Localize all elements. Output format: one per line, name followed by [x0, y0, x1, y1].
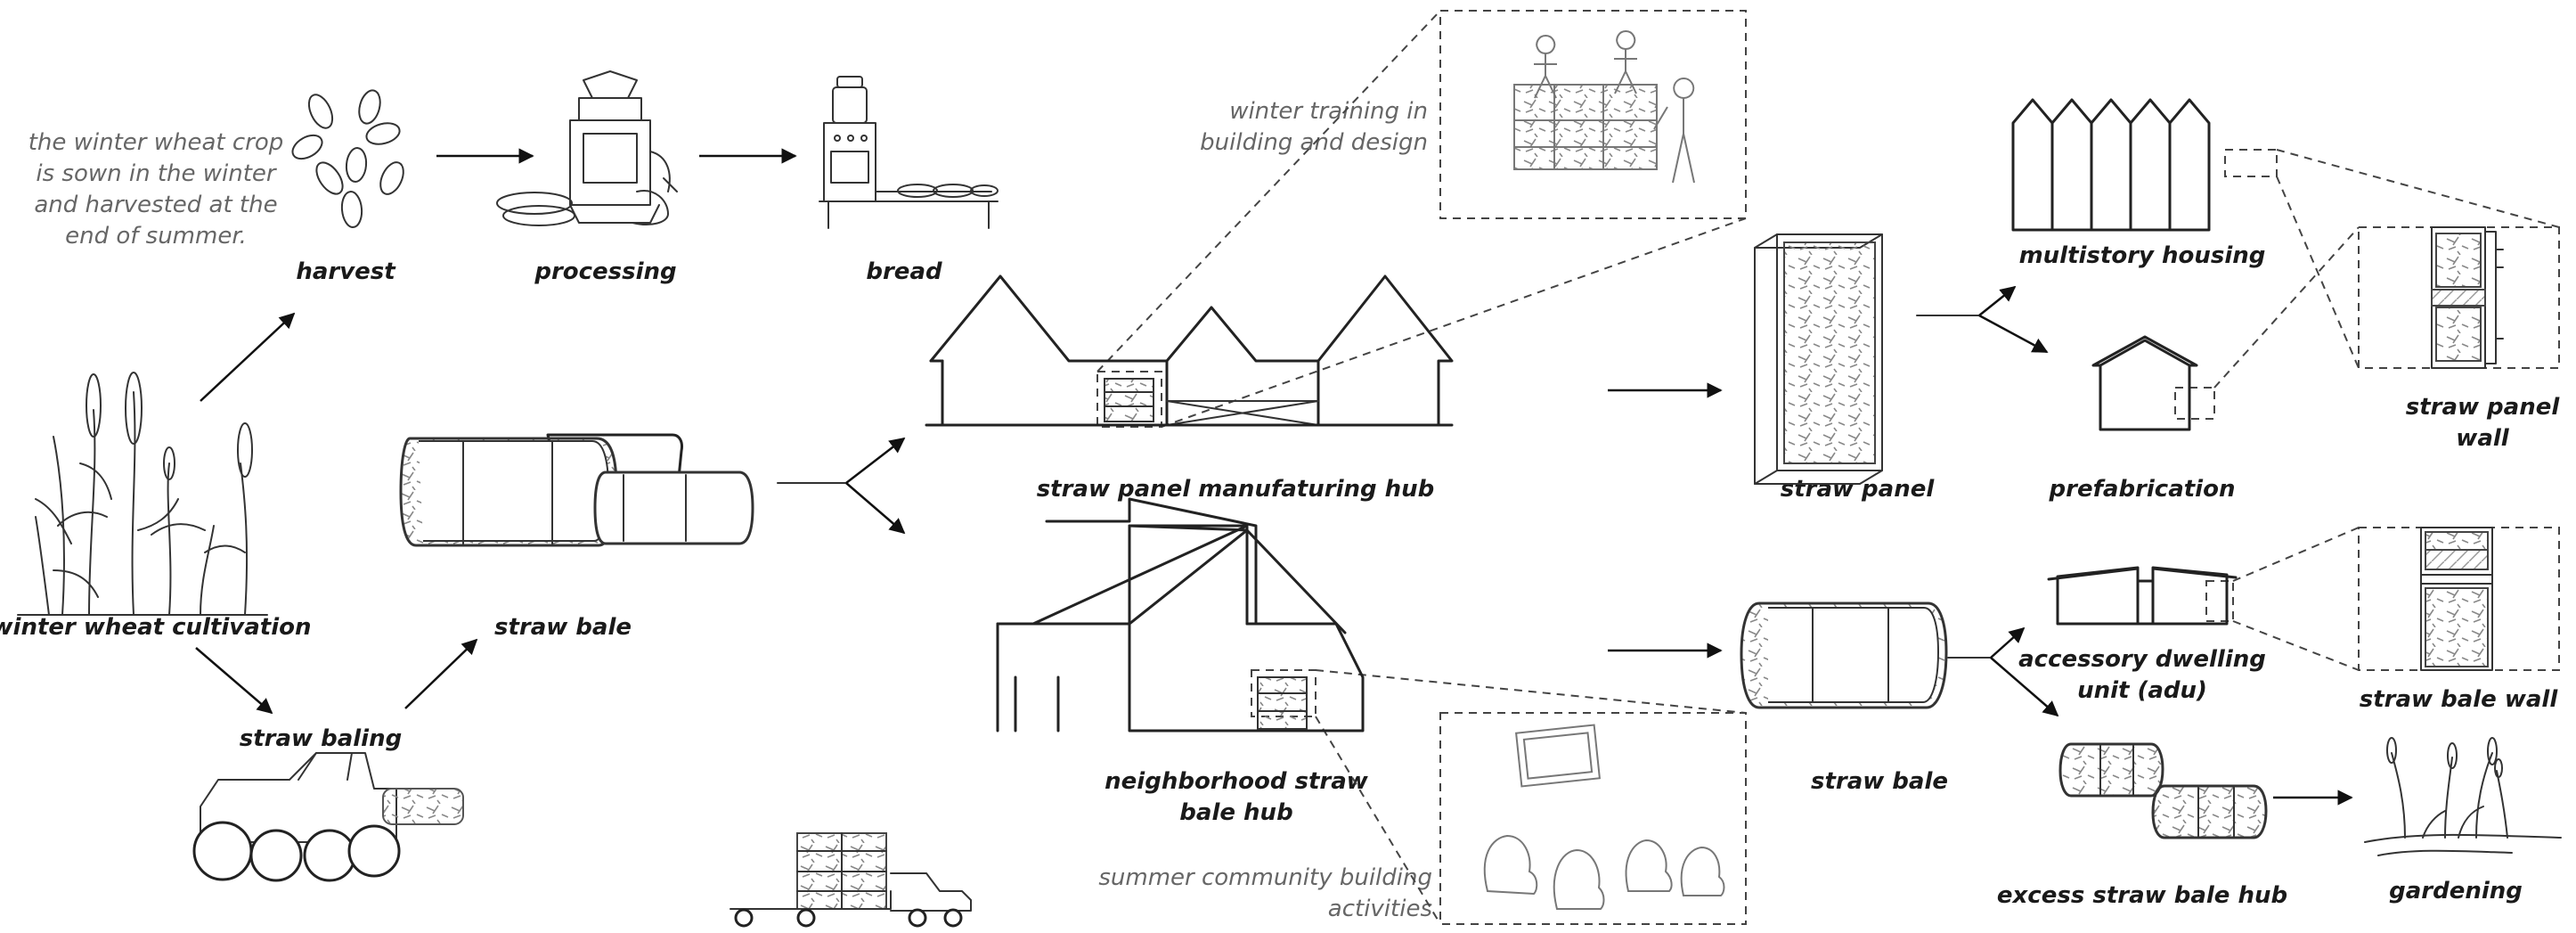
- garden-plants-icon: [2364, 737, 2562, 856]
- label-winter-wheat-cultivation: winter wheat cultivation: [0, 614, 311, 641]
- prefab-house-icon: [2091, 335, 2198, 431]
- grain-mill-icon: [496, 70, 678, 226]
- label-adu-2: unit (adu): [2077, 677, 2207, 704]
- wheat-plants-icon: [17, 372, 268, 616]
- label-straw-panel-wall-1: straw panel: [2406, 394, 2561, 421]
- svg-text:winter training in: winter training in: [1229, 98, 1428, 125]
- wheat-grains-icon: [291, 89, 404, 228]
- panel-wall-detail-icon: [2431, 226, 2504, 369]
- label-adu-1: accessory dwelling: [2018, 646, 2266, 673]
- label-neighborhood-hub-1: neighborhood straw: [1105, 768, 1369, 795]
- tractor-baler-icon: [192, 752, 464, 882]
- label-straw-panel: straw panel: [1781, 476, 1936, 503]
- bread-oven-icon: [819, 76, 999, 229]
- svg-text:is sown in the winter: is sown in the winter: [36, 160, 278, 187]
- label-multistory-housing: multistory housing: [2019, 242, 2266, 269]
- svg-text:and harvested at the: and harvested at the: [34, 192, 277, 218]
- svg-text:summer community building: summer community building: [1098, 864, 1432, 891]
- workers-sketch-icon: [1513, 30, 1695, 184]
- truck-icon: [730, 832, 972, 928]
- bale-wall-detail-icon: [2420, 527, 2493, 671]
- label-straw-bale-left: straw bale: [494, 614, 632, 641]
- straw-bales-icon: [399, 433, 754, 547]
- community-sketch-icon: [1483, 724, 1725, 910]
- panel-factory-icon: [925, 274, 1454, 427]
- adu-icon: [2047, 566, 2238, 626]
- bale-icon: [1740, 602, 1948, 709]
- multistory-housing-icon: [2011, 98, 2211, 232]
- callout-bale-wall: [2205, 527, 2560, 671]
- callout-winter-training: [1096, 10, 1747, 428]
- label-neighborhood-hub-2: bale hub: [1179, 799, 1292, 826]
- bale-hub-house-icon: [996, 497, 1365, 732]
- label-straw-bale-wall: straw bale wall: [2360, 686, 2559, 713]
- label-harvest: harvest: [296, 258, 396, 285]
- label-straw-panel-wall-2: wall: [2456, 425, 2509, 452]
- note-winter-wheat: the winter wheat crop is sown in the win…: [29, 129, 284, 250]
- svg-text:end of summer.: end of summer.: [65, 223, 247, 250]
- note-summer-community: summer community building activities: [1098, 864, 1432, 922]
- svg-text:the winter wheat crop: the winter wheat crop: [29, 129, 284, 156]
- label-prefabrication: prefabrication: [2049, 476, 2236, 503]
- callout-panel-wall: [2174, 149, 2560, 420]
- svg-text:activities: activities: [1328, 896, 1432, 922]
- label-processing: processing: [534, 258, 676, 285]
- note-winter-training: winter training in building and design: [1200, 98, 1428, 156]
- label-bread: bread: [866, 258, 942, 285]
- straw-panel-icon: [1754, 233, 1883, 485]
- excess-bales-icon: [2058, 742, 2268, 839]
- label-gardening: gardening: [2389, 878, 2523, 904]
- flow-arrows: [195, 148, 2353, 806]
- label-excess-hub: excess straw bale hub: [1997, 882, 2287, 909]
- label-straw-baling: straw baling: [240, 725, 402, 752]
- label-panel-hub: straw panel manufaturing hub: [1037, 476, 1435, 503]
- label-straw-bale-right: straw bale: [1811, 768, 1948, 795]
